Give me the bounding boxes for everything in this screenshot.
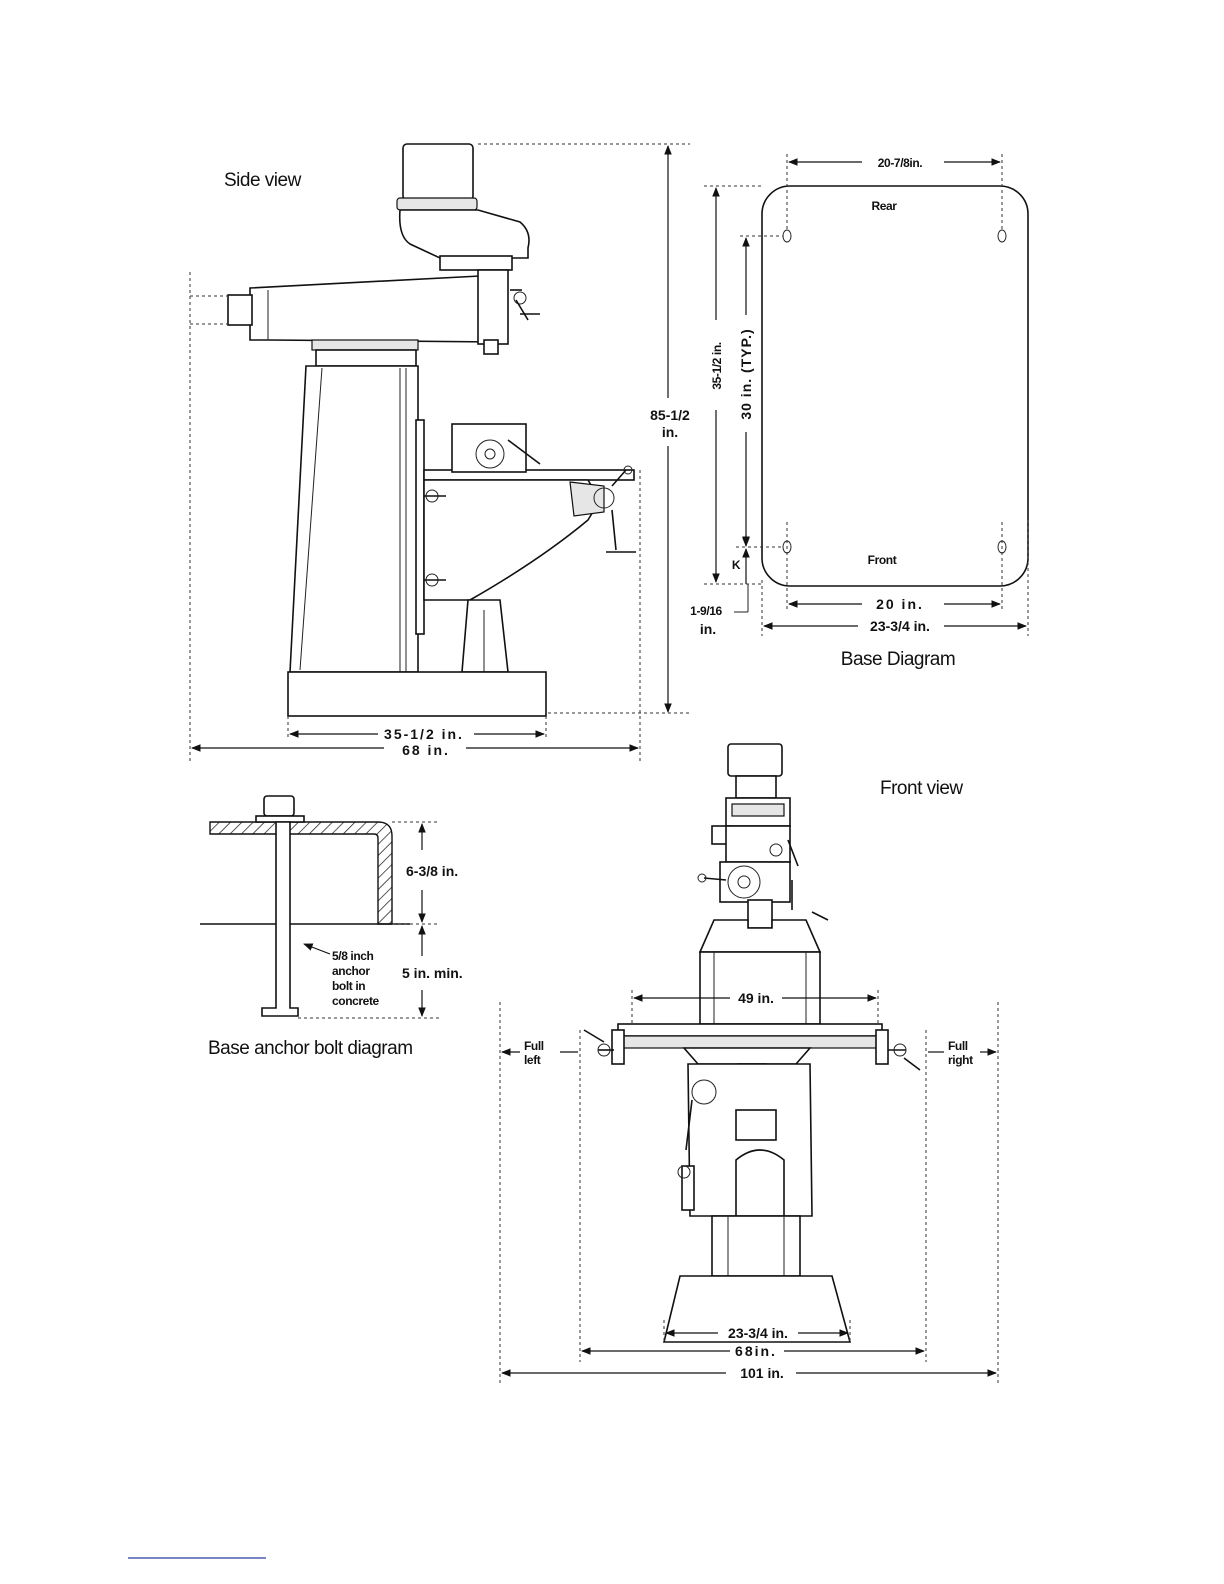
side-view: Side view (190, 144, 690, 762)
full-right-line-2: right (948, 1053, 973, 1067)
base-diagram-title: Base Diagram (841, 649, 955, 670)
front-overall-width: 101 in. (740, 1365, 784, 1381)
quill-housing (478, 270, 508, 344)
anchor-bolt-title: Base anchor bolt diagram (208, 1038, 413, 1059)
anchor-note-line-1: 5/8 inch (332, 949, 374, 963)
front-view-title: Front view (880, 778, 963, 799)
motor-housing (403, 144, 473, 200)
side-overall-length: 68 in. (402, 742, 450, 758)
anchor-bolt (262, 822, 298, 1016)
spindle (484, 340, 498, 354)
base (288, 672, 546, 716)
column-ways (416, 420, 424, 634)
front-motor-body (736, 776, 776, 798)
base-bottom-hole-width: 20 in. (876, 596, 924, 612)
front-column-upper (700, 952, 820, 1024)
ram-end (228, 295, 252, 325)
turret-ring (312, 340, 418, 350)
base-diagram: Rear Front 20-7/8in. 35-1/2 in. 30 in. (… (690, 154, 1028, 670)
base-offset-unit: in. (700, 621, 716, 637)
front-motor (728, 744, 782, 776)
vise (452, 424, 526, 472)
anchor-lower-dim: 5 in. min. (402, 965, 463, 981)
front-head (726, 826, 790, 862)
base-offset-value: 1-9/16 (690, 604, 722, 618)
column (290, 366, 418, 672)
turret (316, 350, 416, 366)
anchor-note-line-2: anchor (332, 964, 370, 978)
front-table-t-slots (618, 1036, 882, 1048)
front-base-width: 23-3/4 in. (728, 1325, 788, 1341)
base-casting-section (210, 822, 392, 924)
anchor-upper-dim: 6-3/8 in. (406, 863, 458, 879)
base-hole-spacing: 30 in. (TYP.) (738, 328, 754, 419)
milling-head (400, 210, 529, 258)
full-left-line-1: Full (524, 1039, 544, 1053)
front-table-width: 49 in. (738, 990, 774, 1006)
head-lower (440, 256, 512, 270)
side-height-unit: in. (662, 424, 678, 440)
front-view-machine-drawing (584, 744, 920, 1342)
base-overall-width: 23-3/4 in. (870, 618, 930, 634)
full-right-line-1: Full (948, 1039, 968, 1053)
mount-hole-rear-left (783, 230, 791, 242)
side-base-depth: 35-1/2 in. (384, 726, 464, 742)
base-k-label: K (732, 558, 741, 572)
front-travel-width: 68in. (735, 1343, 777, 1359)
side-height-value: 85-1/2 (650, 407, 690, 423)
anchor-nut (264, 796, 294, 816)
elevating-screw (462, 600, 508, 672)
front-table (618, 1024, 882, 1036)
base-top-width: 20-7/8in. (878, 156, 922, 170)
base-outline (762, 186, 1028, 586)
full-left-line-2: left (524, 1053, 541, 1067)
side-view-title: Side view (224, 170, 302, 191)
mount-hole-rear-right (998, 230, 1006, 242)
anchor-bolt-diagram: 6-3/8 in. 5 in. min. 5/8 inch anchor bol… (200, 796, 463, 1059)
ram (250, 276, 500, 342)
anchor-note-line-4: concrete (332, 994, 380, 1008)
side-view-machine-drawing (228, 144, 636, 716)
front-view: Front view (500, 744, 998, 1384)
base-front-label: Front (868, 553, 897, 567)
front-elevating-screw (736, 1150, 784, 1216)
motor-flange (397, 198, 477, 210)
front-column-lower (712, 1216, 800, 1276)
front-spindle (748, 900, 772, 928)
front-saddle (684, 1048, 810, 1064)
base-rear-label: Rear (871, 199, 897, 213)
front-quill-housing (720, 862, 790, 902)
anchor-note-line-3: bolt in (332, 979, 365, 993)
base-depth: 35-1/2 in. (710, 342, 724, 389)
anchor-washer (256, 816, 304, 822)
